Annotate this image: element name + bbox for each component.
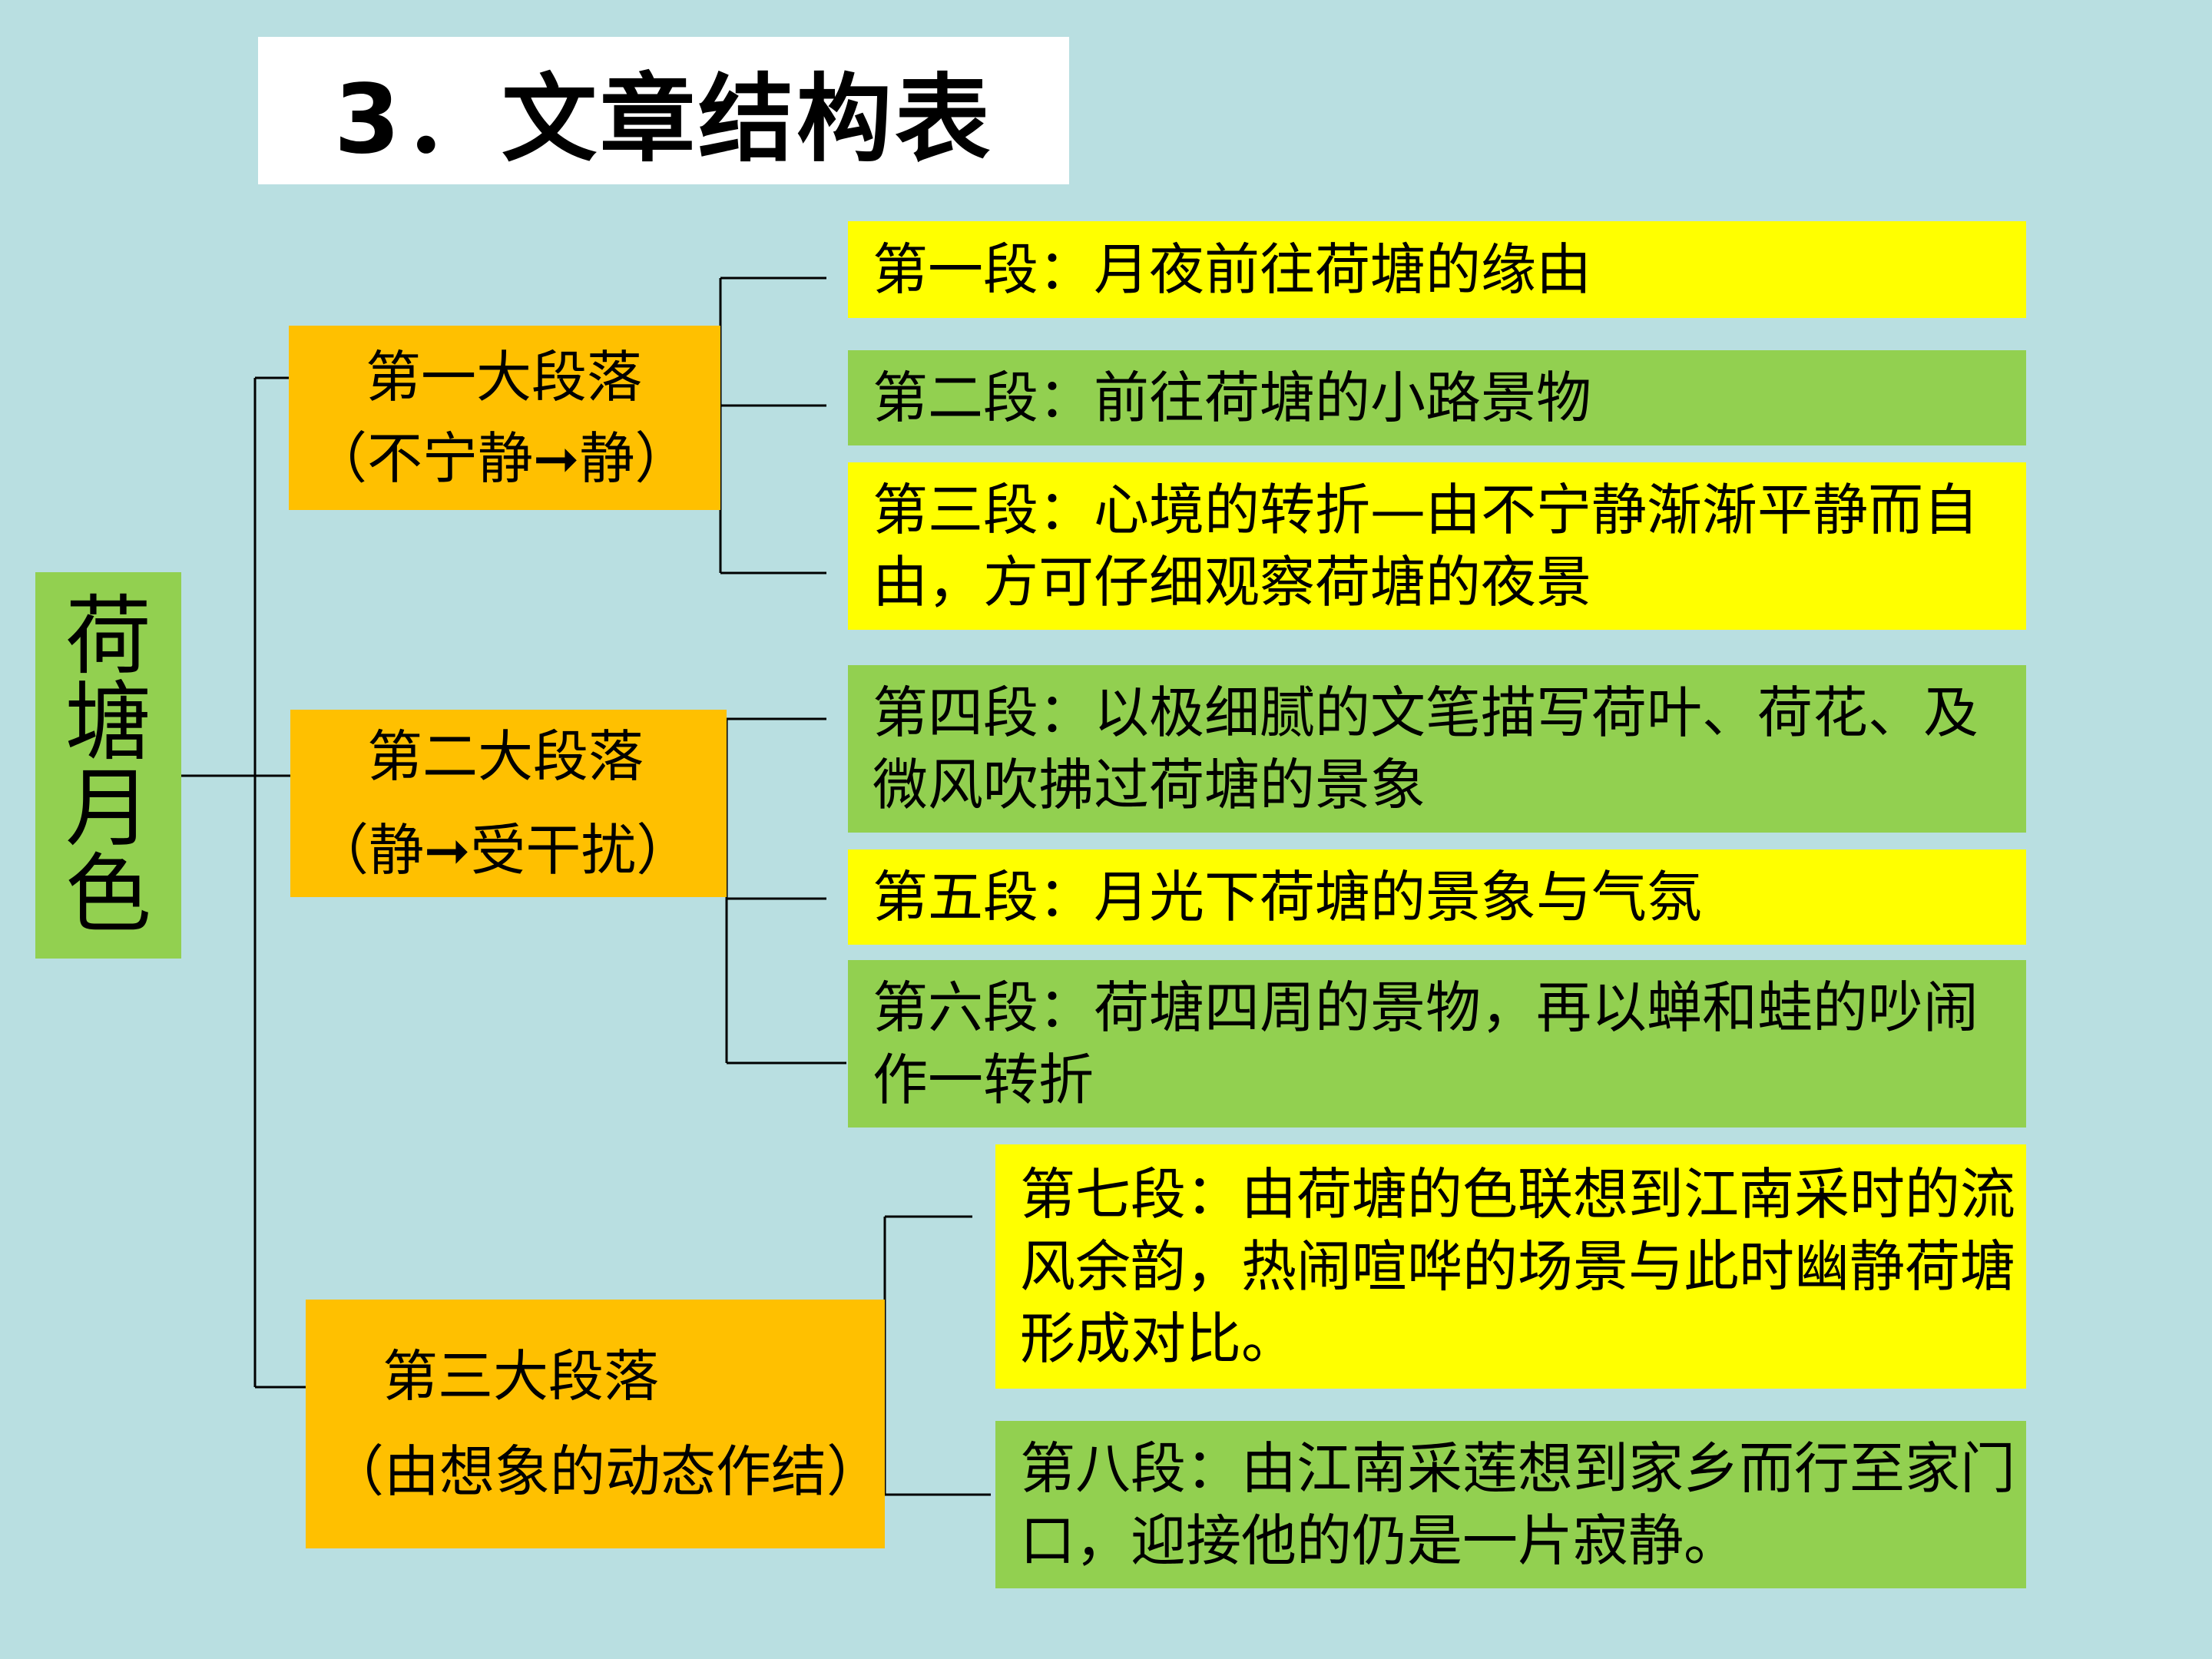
paragraph-4: 第四段：以极细腻的文笔描写荷叶、荷花、及微风吹拂过荷塘的景象 [848,665,2026,833]
paragraph-1: 第一段：月夜前往荷塘的缘由 [848,221,2026,318]
section-2: 第二大段落 （静➞受干扰） [290,710,727,897]
paragraph-6: 第六段：荷塘四周的景物，再以蝉和蛙的吵闹作一转折 [848,960,2026,1128]
paragraph-1-text: 第一段：月夜前往荷塘的缘由 [873,237,1592,302]
section-2-name: 第二大段落 [367,724,644,789]
page-title: 3．文章结构表 [258,37,1069,184]
paragraph-7-text: 第七段：由荷塘的色联想到江南采时的流风余韵，热闹喧哗的场景与此时幽静荷塘形成对比… [1020,1162,2016,1371]
section-3: 第三大段落 （由想象的动态作结） [306,1300,885,1548]
section-2-subtitle: （静➞受干扰） [313,818,692,882]
section-1-subtitle: （不宁静➞静） [312,426,690,491]
paragraph-8: 第八段：由江南采莲想到家乡而行至家门口，迎接他的仍是一片寂静。 [995,1421,2026,1588]
section-1-name: 第一大段落 [366,345,643,409]
paragraph-3: 第三段：心境的转折—由不宁静渐渐平静而自由，方可仔细观察荷塘的夜景 [848,462,2026,630]
paragraph-7: 第七段：由荷塘的色联想到江南采时的流风余韵，热闹喧哗的场景与此时幽静荷塘形成对比… [995,1144,2026,1389]
paragraph-5: 第五段：月光下荷塘的景象与气氛 [848,849,2026,945]
paragraph-5-text: 第五段：月光下荷塘的景象与气氛 [873,865,1703,929]
root-label: 荷塘月色 [65,586,151,945]
paragraph-3-text: 第三段：心境的转折—由不宁静渐渐平静而自由，方可仔细观察荷塘的夜景 [873,478,1979,614]
section-1: 第一大段落 （不宁静➞静） [289,326,720,510]
paragraph-4-text: 第四段：以极细腻的文笔描写荷叶、荷花、及微风吹拂过荷塘的景象 [873,680,1979,817]
section-3-subtitle: （由想象的动态作结） [329,1439,882,1504]
paragraph-2-text: 第二段：前往荷塘的小路景物 [873,366,1592,430]
paragraph-8-text: 第八段：由江南采莲想到家乡而行至家门口，迎接他的仍是一片寂静。 [1020,1436,2016,1573]
paragraph-2: 第二段：前往荷塘的小路景物 [848,350,2026,445]
section-3-name: 第三大段落 [382,1344,660,1409]
root-node: 荷塘月色 [35,572,181,959]
paragraph-6-text: 第六段：荷塘四周的景物，再以蝉和蛙的吵闹作一转折 [873,975,1979,1112]
